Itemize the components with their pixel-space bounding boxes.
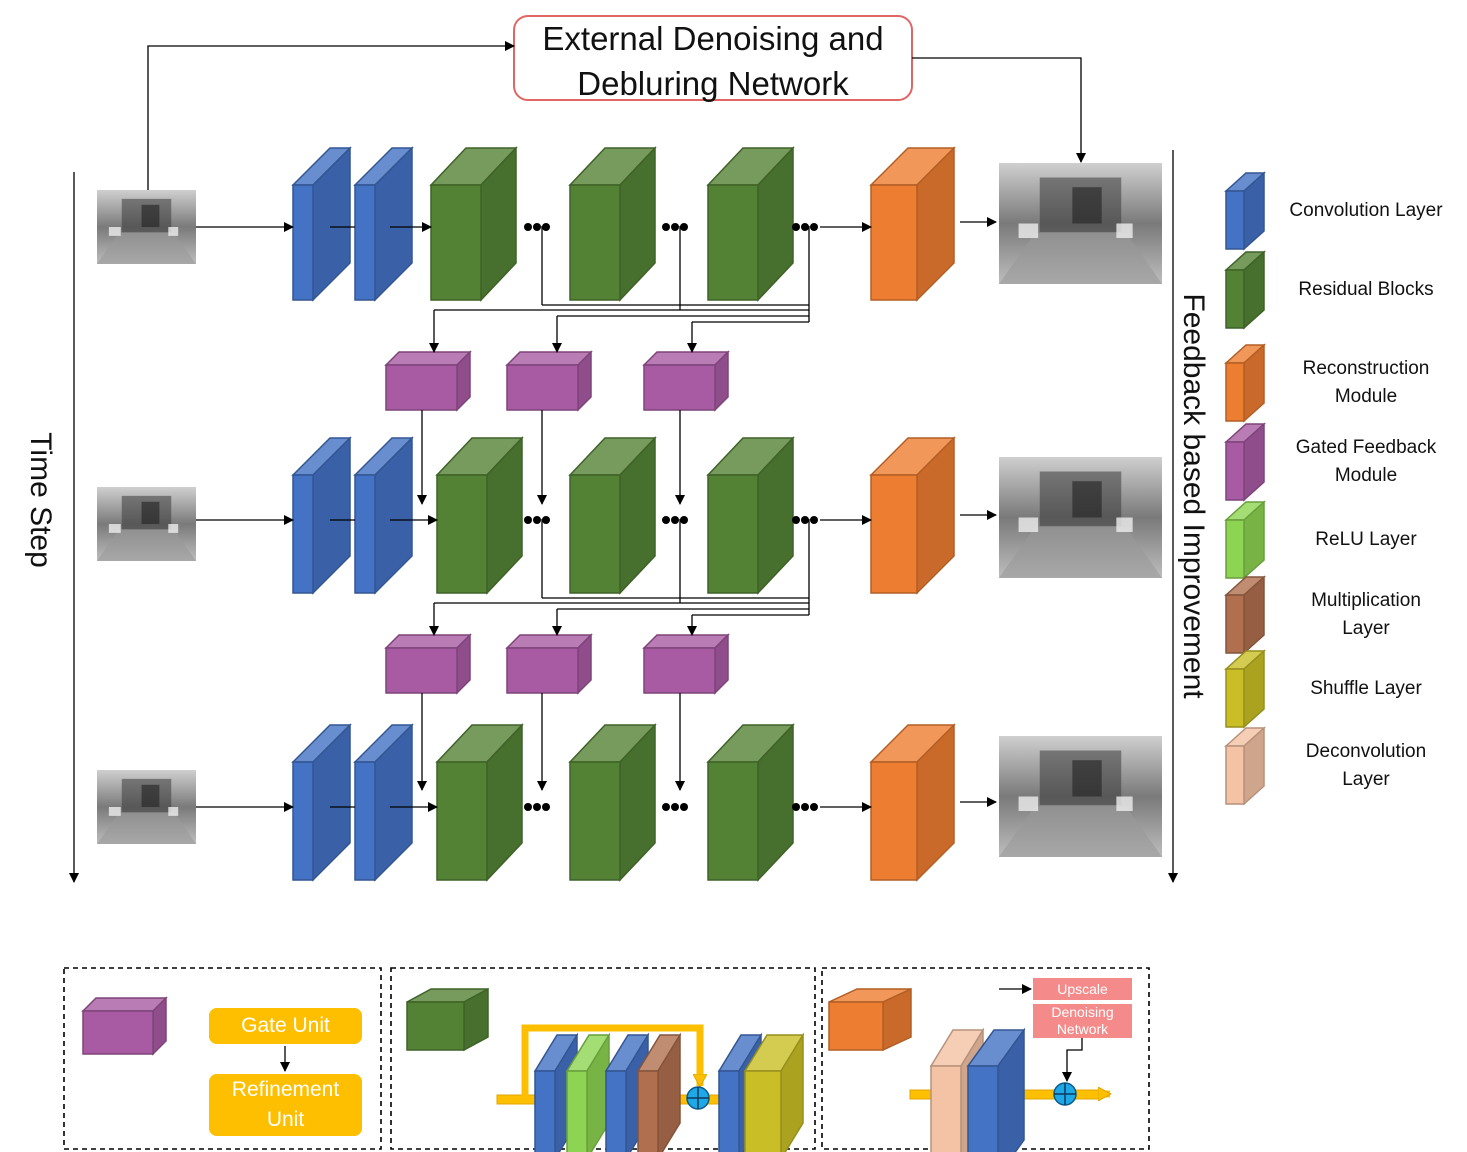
conv-layer [353,723,414,882]
residual-block [706,146,795,302]
output-image-3 [999,736,1162,857]
reconstruction-module-icon [828,987,912,1052]
legend-swatch [1224,422,1266,502]
ellipsis-dots [524,803,550,811]
conv-layer [353,436,414,595]
conv-layer [966,1027,1026,1152]
legend-label: Reconstruction Module [1302,358,1430,407]
gated-module-icon [81,996,168,1056]
gated-feedback-module [384,350,472,412]
external-output-arrow [912,57,1086,163]
gated-feedback-module [505,350,593,412]
detail-panel-reconstruction [821,967,1150,1150]
legend-swatch [1224,171,1266,251]
ellipsis-dots [792,516,818,524]
detail-panel-residual [390,967,816,1150]
legend-swatch [1224,343,1266,423]
gated-feedback-module [642,350,730,412]
input-image-1 [97,190,196,264]
skip-connection [521,1024,700,1097]
residual-block [568,436,657,595]
ellipsis-dots [792,223,818,231]
multiplication-layer [636,1032,682,1152]
residual-block [706,436,795,595]
output-image-1 [999,163,1162,284]
ellipsis-dots [524,223,550,231]
legend-label: Residual Blocks [1298,279,1434,300]
reconstruction-module [869,146,956,302]
conv-layer [291,146,352,302]
denoising-network-label: Denoising Network [1033,1004,1132,1038]
legend-swatch [1224,500,1266,580]
external-input-arrow [147,41,515,190]
legend-label: Multiplication Layer [1311,590,1421,639]
residual-block [568,146,657,302]
legend-label: Convolution Layer [1289,200,1443,221]
gated-feedback-module [384,633,472,695]
residual-block [429,146,518,302]
reconstruction-module [869,723,956,882]
legend-swatch [1224,250,1266,330]
ellipsis-dots [662,516,688,524]
gated-feedback-module [642,633,730,695]
input-image-3 [97,770,196,844]
legend-swatch [1224,649,1266,729]
gate-unit-label: Gate Unit [209,1008,362,1044]
residual-block [568,723,657,882]
legend-swatch [1224,726,1266,806]
conv-layer [291,723,352,882]
top-box-label: External Denoising and Debluring Network [542,20,884,102]
output-image-2 [999,457,1162,578]
legend-label: Gated Feedback Module [1295,437,1437,486]
time-step-axis-label: Time Step [24,432,57,568]
add-operator-icon [686,1086,710,1110]
refinement-unit-label: Refinement Unit [209,1074,362,1136]
ellipsis-dots [662,223,688,231]
ellipsis-dots [662,803,688,811]
ellipsis-dots [524,516,550,524]
denoising-to-add-arrow [1062,1038,1083,1082]
residual-block-icon [406,987,489,1052]
add-operator-icon [1053,1082,1077,1106]
upscale-label: Upscale [1033,978,1132,1000]
residual-block [435,436,524,595]
conv-layer [291,436,352,595]
feedback-axis-label: Feedback based Improvement [1177,293,1210,699]
input-image-2 [97,487,196,561]
relu-layer [565,1032,611,1152]
detail-panel-gated [63,967,382,1150]
reconstruction-module [869,436,956,595]
conv-layer [353,146,414,302]
legend-swatch [1224,575,1266,655]
legend-label: Shuffle Layer [1310,678,1422,699]
legend-label: ReLU Layer [1315,529,1417,550]
ellipsis-dots [792,803,818,811]
shuffle-layer [743,1032,805,1152]
residual-block [706,723,795,882]
legend-label: Deconvolution Layer [1305,741,1427,790]
gated-feedback-module [505,633,593,695]
residual-block [435,723,524,882]
